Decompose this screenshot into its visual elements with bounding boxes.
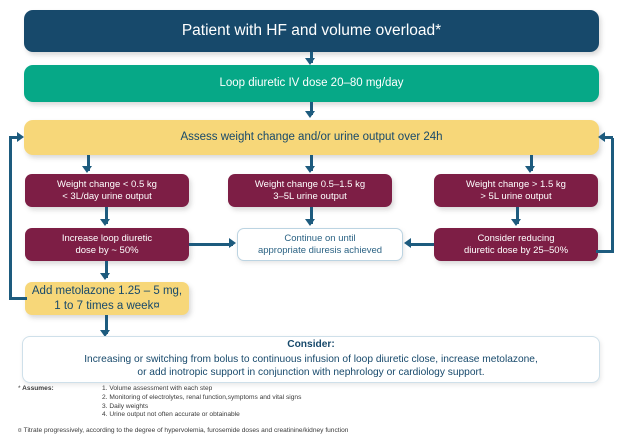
connector-reduce-to-continue bbox=[408, 243, 434, 246]
connector-assess-to-branch-low bbox=[87, 155, 90, 171]
footnote-assumes-mark: * bbox=[18, 385, 21, 392]
node-loop-diuretic-dose: Loop diuretic IV dose 20–80 mg/day bbox=[24, 65, 599, 102]
connector-increase-to-continue bbox=[189, 243, 233, 246]
feedback-left-segment-top bbox=[9, 136, 20, 139]
arrowhead-metolazone-icon bbox=[100, 273, 110, 280]
footnote-titrate-text: Titrate progressively, according to the … bbox=[23, 427, 349, 435]
arrowhead-continue-icon bbox=[305, 219, 315, 226]
connector-branchmid-to-continue bbox=[310, 207, 313, 224]
footnote-titrate-mark: ¤ bbox=[18, 427, 22, 435]
footnote-assumes-label: * Assumes: bbox=[18, 385, 102, 393]
footnotes: * Assumes: 1. Volume assessment with eac… bbox=[18, 385, 613, 435]
feedback-right-segment-bottom bbox=[596, 250, 614, 253]
arrowhead-reduce-to-continue-icon bbox=[404, 238, 411, 248]
connector-branchhigh-to-reduce bbox=[516, 207, 519, 224]
node-branch-weight-low: Weight change < 0.5 kg < 3L/day urine ou… bbox=[25, 174, 189, 207]
node-branch-weight-high: Weight change > 1.5 kg > 5L urine output bbox=[434, 174, 598, 207]
node-patient-header: Patient with HF and volume overload* bbox=[24, 10, 599, 52]
node-assess-weight-urine: Assess weight change and/or urine output… bbox=[24, 120, 599, 155]
feedback-right-segment-vertical bbox=[611, 138, 614, 252]
arrowhead-increase-to-continue-icon bbox=[229, 238, 236, 248]
feedback-left-segment-bottom bbox=[9, 297, 27, 300]
footnote-assumes-item-3: 3. Daily weights bbox=[102, 402, 149, 410]
arrowhead-consider-icon bbox=[100, 330, 110, 337]
arrowhead-header-to-loop-icon bbox=[305, 58, 315, 65]
connector-increase-to-metolazone bbox=[105, 261, 108, 278]
footnote-assumes-list: 1. Volume assessment with each step 2. M… bbox=[102, 385, 302, 421]
connector-metolazone-to-consider bbox=[105, 315, 108, 334]
arrowhead-increase-icon bbox=[100, 219, 110, 226]
footnote-assumes-item-4: 4. Urine output not often accurate or ob… bbox=[102, 411, 240, 419]
node-action-continue-diuresis: Continue on until appropriate diuresis a… bbox=[237, 228, 403, 261]
connector-loop-to-assess bbox=[310, 102, 313, 115]
connector-branchlow-to-increase bbox=[105, 207, 108, 224]
feedback-left-segment-vertical bbox=[9, 138, 12, 299]
node-action-add-metolazone: Add metolazone 1.25 – 5 mg, 1 to 7 times… bbox=[25, 282, 189, 315]
connector-header-to-loop bbox=[310, 52, 313, 63]
arrowhead-feedback-right-icon bbox=[598, 132, 605, 142]
footnote-assumes-text: Assumes: bbox=[22, 385, 54, 392]
connector-assess-to-branch-mid bbox=[310, 155, 313, 171]
node-action-reduce-dose: Consider reducing diuretic dose by 25–50… bbox=[434, 228, 598, 261]
consider-body: Increasing or switching from bolus to co… bbox=[84, 353, 538, 379]
footnote-assumes: * Assumes: 1. Volume assessment with eac… bbox=[18, 385, 613, 421]
node-branch-weight-mid: Weight change 0.5–1.5 kg 3–5L urine outp… bbox=[228, 174, 392, 207]
node-action-increase-dose: Increase loop diuretic dose by ~ 50% bbox=[25, 228, 189, 261]
connector-assess-to-branch-high bbox=[530, 155, 533, 171]
arrowhead-branch-high-icon bbox=[525, 166, 535, 173]
arrowhead-branch-low-icon bbox=[82, 166, 92, 173]
arrowhead-feedback-left-icon bbox=[17, 132, 24, 142]
footnote-assumes-item-1: 1. Volume assessment with each step bbox=[102, 385, 213, 392]
feedback-right-segment-top bbox=[604, 136, 613, 139]
arrowhead-reduce-icon bbox=[511, 219, 521, 226]
node-consider-panel: Consider: Increasing or switching from b… bbox=[22, 336, 600, 383]
arrowhead-loop-to-assess-icon bbox=[305, 111, 315, 118]
footnote-titrate: ¤Titrate progressively, according to the… bbox=[18, 427, 613, 435]
arrowhead-branch-mid-icon bbox=[305, 166, 315, 173]
consider-title: Consider: bbox=[287, 339, 335, 351]
footnote-assumes-item-2: 2. Monitoring of electrolytes, renal fun… bbox=[102, 393, 302, 401]
